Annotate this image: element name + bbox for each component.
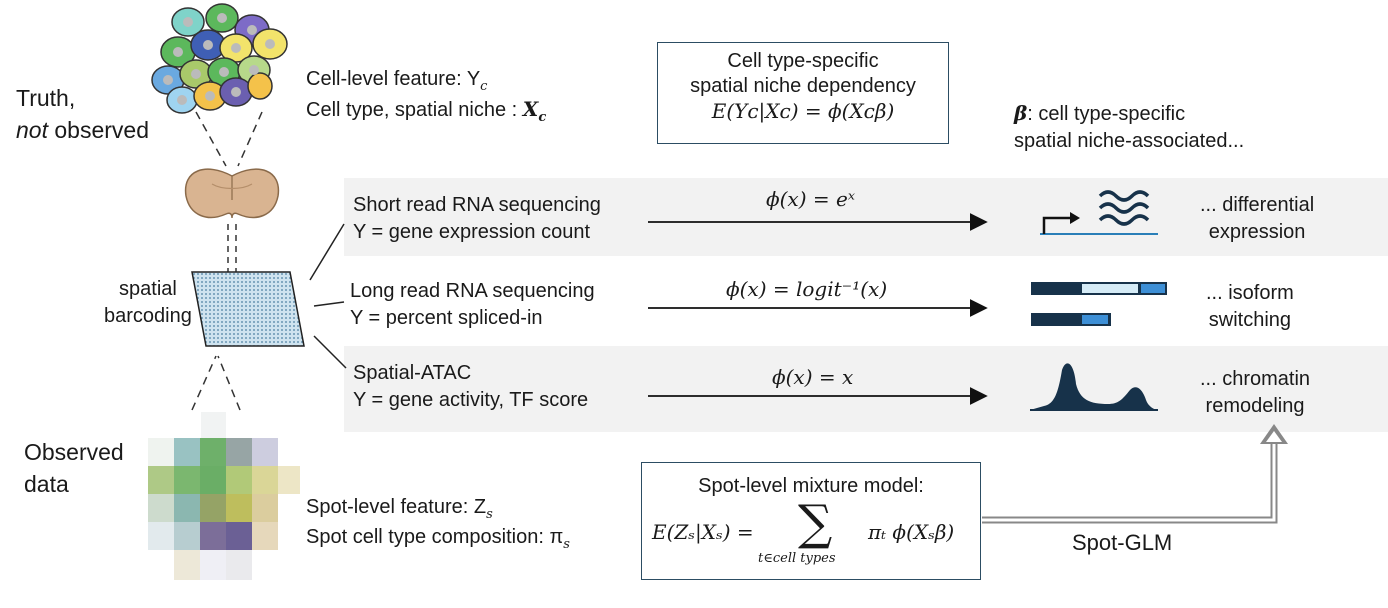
truth-not: not bbox=[16, 117, 48, 144]
barcoding-label: spatial barcoding bbox=[104, 276, 192, 330]
row-title: Long read RNA sequencing bbox=[350, 280, 595, 302]
phi-identity: ϕ(x) = x bbox=[772, 365, 854, 389]
sum-subscript: t∈cell types bbox=[758, 551, 836, 566]
result-isoform-switching: ... isoform switching bbox=[1206, 280, 1294, 334]
dependency-line1: Cell type-specific bbox=[727, 50, 879, 72]
spot-level-composition-label: Spot cell type composition: π bbox=[306, 525, 564, 548]
row-short-read: Short read RNA sequencing Y = gene expre… bbox=[353, 192, 601, 246]
beta-line2: spatial niche-associated... bbox=[1014, 130, 1245, 152]
spot-level-feature-sub: s bbox=[486, 507, 493, 522]
row-long-read: Long read RNA sequencing Y = percent spl… bbox=[350, 278, 595, 332]
result-chromatin-remodeling: ... chromatin remodeling bbox=[1200, 366, 1310, 420]
mixture-model-box: Spot-level mixture model: E(Zₛ|Xₛ) = ∑ t… bbox=[641, 462, 981, 580]
spot-level-composition: Spot cell type composition: πs bbox=[306, 524, 570, 554]
cell-level-niche-symbol: X bbox=[522, 96, 539, 121]
result-line1: ... chromatin bbox=[1200, 368, 1311, 390]
observed-label: Observed data bbox=[24, 436, 124, 500]
row-y-label: Y = percent spliced-in bbox=[350, 307, 543, 329]
spot-glm-arrow bbox=[982, 424, 1288, 524]
cell-level-text: Cell-level feature: Yc Cell type, spatia… bbox=[306, 66, 546, 126]
observed-spots-grid bbox=[148, 412, 300, 580]
result-line2: switching bbox=[1208, 309, 1292, 331]
transcription-icon bbox=[1040, 190, 1158, 235]
mixture-rhs: πₜ ϕ(Xₛβ) bbox=[868, 520, 955, 544]
cell-level-niche-label: Cell type, spatial niche : bbox=[306, 98, 523, 121]
row-y-label: Y = gene expression count bbox=[353, 221, 591, 243]
beta-symbol: β bbox=[1014, 101, 1028, 125]
result-differential-expression: ... differential expression bbox=[1200, 192, 1314, 246]
dependency-equation: E(Yᴄ|Xᴄ) = ϕ(Xᴄβ) bbox=[711, 99, 895, 123]
barcoding-line2: barcoding bbox=[104, 305, 192, 327]
spot-glm-label: Spot-GLM bbox=[1072, 530, 1173, 555]
phi-inverse-logit: ϕ(x) = logit⁻¹(x) bbox=[726, 277, 888, 301]
barcoding-slide-icon bbox=[191, 271, 305, 347]
phi-exp: ϕ(x) = eˣ bbox=[766, 187, 855, 211]
chromatin-peak-icon bbox=[1030, 363, 1158, 411]
row-band-short-read bbox=[344, 178, 1388, 256]
isoform-icon bbox=[1031, 282, 1167, 326]
row-spatial-atac: Spatial-ATAC Y = gene activity, TF score bbox=[353, 360, 588, 414]
spot-level-feature: Spot-level feature: Zs bbox=[306, 494, 570, 524]
beta-note: β: cell type-specific spatial niche-asso… bbox=[1014, 100, 1244, 155]
observed-line1: Observed bbox=[24, 439, 124, 465]
cell-level-niche-sub: c bbox=[538, 109, 547, 125]
mixture-title: Spot-level mixture model: bbox=[698, 475, 924, 497]
row-band-spatial-atac bbox=[344, 346, 1388, 432]
brain-section-icon bbox=[184, 168, 280, 219]
cell-level-feature: Cell-level feature: Yc bbox=[306, 66, 546, 96]
result-line1: ... isoform bbox=[1206, 282, 1294, 304]
mixture-lhs: E(Zₛ|Xₛ) = bbox=[652, 520, 754, 544]
cell-level-feature-sub: c bbox=[480, 79, 488, 94]
dependency-line2: spatial niche dependency bbox=[690, 75, 916, 97]
truth-line2: not observed bbox=[16, 114, 149, 146]
spot-level-composition-sub: s bbox=[563, 536, 570, 552]
truth-label: Truth, not observed bbox=[16, 82, 149, 146]
spot-level-text: Spot-level feature: Zs Spot cell type co… bbox=[306, 494, 570, 553]
result-line1: ... differential bbox=[1200, 194, 1315, 216]
truth-line1: Truth, bbox=[16, 85, 76, 111]
cell-cluster-icon bbox=[151, 3, 288, 114]
cell-level-niche: Cell type, spatial niche : Xc bbox=[306, 96, 546, 127]
result-line2: expression bbox=[1208, 221, 1306, 243]
observed-line2: data bbox=[24, 471, 69, 498]
result-line2: remodeling bbox=[1205, 395, 1305, 417]
truth-observed: observed bbox=[47, 117, 149, 144]
beta-line1: β: cell type-specific bbox=[1014, 100, 1244, 128]
beta-line1-text: : cell type-specific bbox=[1027, 103, 1186, 125]
row-y-label: Y = gene activity, TF score bbox=[353, 389, 589, 411]
cell-level-feature-label: Cell-level feature: Y bbox=[306, 68, 481, 90]
sum-symbol: ∑ bbox=[798, 495, 833, 551]
barcoding-line1: spatial bbox=[119, 278, 177, 300]
spot-level-feature-label: Spot-level feature: Z bbox=[306, 496, 487, 518]
row-title: Short read RNA sequencing bbox=[353, 194, 601, 216]
dependency-box: Cell type-specific spatial niche depende… bbox=[657, 42, 949, 144]
row-title: Spatial-ATAC bbox=[353, 362, 472, 384]
